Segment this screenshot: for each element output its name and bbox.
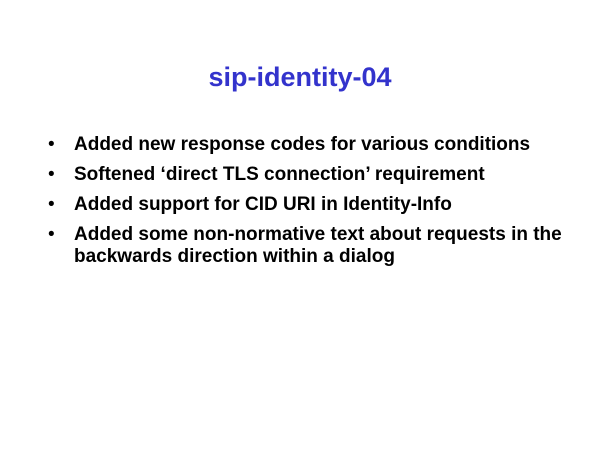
- bullet-item: • Added new response codes for various co…: [48, 134, 568, 156]
- bullet-list: • Added new response codes for various co…: [48, 134, 568, 276]
- bullet-text: Added some non-normative text about requ…: [74, 224, 562, 267]
- slide-title: sip-identity-04: [208, 62, 392, 92]
- bullet-text: Softened ‘direct TLS connection’ require…: [74, 164, 485, 185]
- bullet-item: • Softened ‘direct TLS connection’ requir…: [48, 164, 568, 186]
- bullet-text: Added new response codes for various con…: [74, 134, 531, 155]
- bullet-text: Added support for CID URI in Identity-In…: [74, 194, 452, 215]
- bullet-icon: •: [48, 164, 55, 185]
- bullet-icon: •: [48, 194, 55, 215]
- bullet-item: • Added support for CID URI in Identity-I…: [48, 194, 568, 216]
- bullet-icon: •: [48, 134, 55, 155]
- bullet-icon: •: [48, 224, 55, 245]
- bullet-item: • Added some non-normative text about req…: [48, 224, 568, 268]
